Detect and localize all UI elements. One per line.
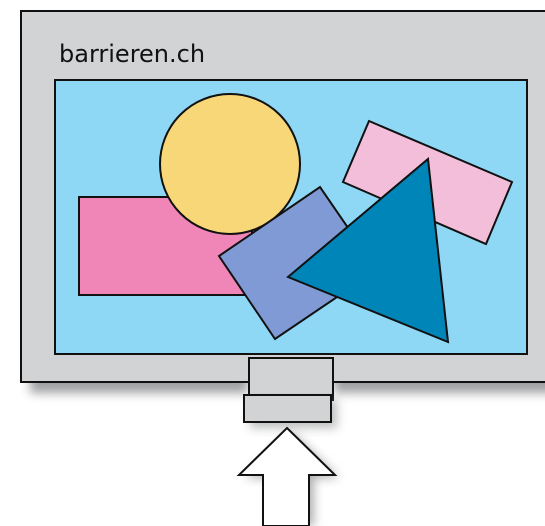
usb-connector-icon bbox=[243, 394, 332, 423]
site-label: barrieren.ch bbox=[59, 40, 205, 68]
arrow-up-icon bbox=[236, 426, 338, 526]
yellow-circle bbox=[159, 93, 301, 235]
monitor-neck bbox=[248, 357, 334, 401]
pink-rectangle bbox=[78, 196, 253, 296]
teal-triangle bbox=[286, 157, 450, 344]
